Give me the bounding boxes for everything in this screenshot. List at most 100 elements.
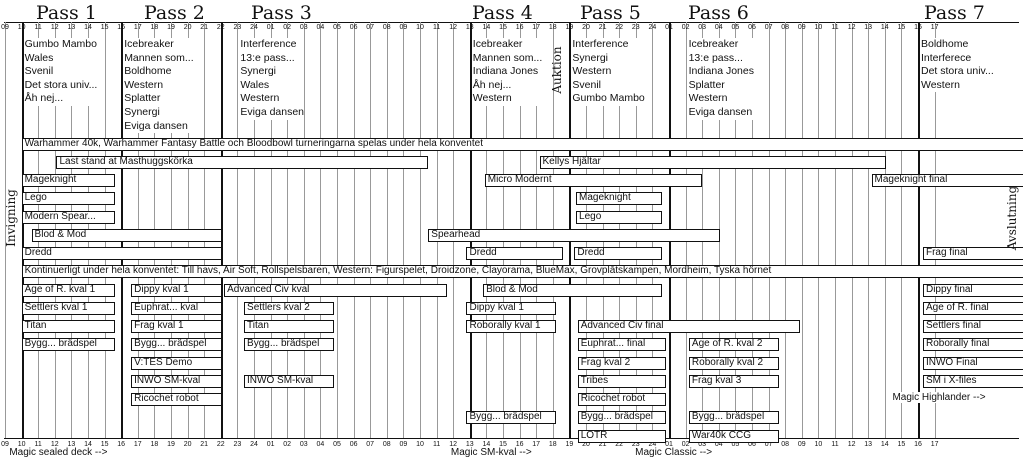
roleplay-item: Det stora univ... xyxy=(24,78,98,91)
hour-label: 02 xyxy=(283,441,292,448)
roleplay-item: Mannen som... xyxy=(124,51,194,64)
hour-gridline xyxy=(752,22,753,438)
event-bar: Frag kval 1 xyxy=(131,320,223,333)
event-bar: Ricochet robot xyxy=(577,393,666,406)
event-bar: Ricochet robot xyxy=(131,393,223,406)
hour-label: 03 xyxy=(698,441,707,448)
hour-label: 14 xyxy=(482,24,491,31)
hour-label: 09 xyxy=(1,24,9,31)
pass-header: Pass 6 xyxy=(688,2,749,24)
hour-label: 03 xyxy=(299,24,308,31)
hour-label: 22 xyxy=(615,441,624,448)
event-bar: Frag kval 3 xyxy=(688,374,779,388)
roleplay-item: Splatter xyxy=(124,92,161,105)
event-bar: Bygg... brädspel xyxy=(577,411,666,425)
hour-gridline xyxy=(934,22,936,438)
hour-gridline xyxy=(254,22,255,438)
hour-gridline xyxy=(21,22,24,438)
side-label-right: Avslutning xyxy=(1005,185,1019,251)
hour-gridline xyxy=(868,22,870,438)
roleplay-item: Svenil xyxy=(572,78,601,91)
hour-gridline xyxy=(287,22,289,438)
roleplay-item: Western xyxy=(472,92,512,105)
roleplay-item: Gumbo Mambo xyxy=(24,38,97,50)
hour-label: 19 xyxy=(167,24,175,31)
hour-gridline xyxy=(851,22,853,438)
event-bar: Titan xyxy=(244,320,334,333)
hour-label: 04 xyxy=(714,24,723,31)
event-bar: Dredd xyxy=(466,247,563,260)
hour-label: 14 xyxy=(84,441,92,448)
hour-label: 23 xyxy=(233,24,242,31)
hour-label: 17 xyxy=(532,24,541,31)
roleplay-item: Svenil xyxy=(24,65,54,78)
event-bar: LOTR xyxy=(577,429,666,443)
pass-header: Pass 5 xyxy=(580,2,641,24)
hour-gridline xyxy=(353,22,355,438)
hour-gridline xyxy=(768,22,770,438)
event-bar: Bygg... brädspel xyxy=(131,338,223,352)
hour-label: 07 xyxy=(366,24,375,31)
hour-label: 18 xyxy=(548,24,557,31)
hour-label: 04 xyxy=(714,441,723,448)
hour-label: 11 xyxy=(831,441,839,448)
hour-label: 14 xyxy=(84,24,92,31)
hour-label: 05 xyxy=(731,441,740,448)
event-bar: Dippy kval 1 xyxy=(466,301,557,315)
roleplay-item: Boldhome xyxy=(124,65,172,78)
hour-label: 13 xyxy=(864,441,873,448)
event-bar: INWO SM-kval xyxy=(131,374,223,388)
hour-label: 08 xyxy=(382,24,391,31)
hour-label: 09 xyxy=(399,441,408,448)
roleplay-item: Icebreaker xyxy=(124,38,174,50)
hour-label: 13 xyxy=(465,24,474,31)
roleplay-item: Åh nej... xyxy=(472,78,512,91)
hour-label: 19 xyxy=(167,441,175,448)
hour-label: 23 xyxy=(631,24,640,31)
event-bar: Euphrat... kval xyxy=(131,301,223,315)
roleplay-item: Gumbo Mambo xyxy=(572,92,645,105)
hour-gridline xyxy=(420,22,421,438)
hour-label: 11 xyxy=(432,24,441,31)
event-bar: Advanced Civ kval xyxy=(224,283,447,297)
hour-label: 12 xyxy=(449,441,458,448)
hour-gridline xyxy=(835,22,836,438)
hour-label: 12 xyxy=(449,24,458,31)
hour-label: 23 xyxy=(631,441,640,448)
hour-label: 19 xyxy=(565,24,574,31)
hour-label: 05 xyxy=(731,24,740,31)
hour-label: 15 xyxy=(100,24,109,31)
hour-label: 16 xyxy=(117,24,126,31)
hour-label: 13 xyxy=(67,24,76,31)
event-bar: Spearhead xyxy=(428,228,721,242)
hour-label: 15 xyxy=(897,24,906,31)
roleplay-item: Interference xyxy=(240,38,297,50)
event-bar: Lego xyxy=(576,210,663,224)
event-bar: Age of R. kval 1 xyxy=(21,283,115,297)
event-bar: Bygg... brädspel xyxy=(244,338,334,352)
hour-label: 04 xyxy=(316,441,325,448)
hour-label: 09 xyxy=(399,24,408,31)
event-bar: Kontinuerligt under hela konventet: Till… xyxy=(21,265,1023,279)
hour-label: 18 xyxy=(150,24,159,31)
roleplay-item: 13:e pass... xyxy=(240,51,295,64)
event-bar: Titan xyxy=(21,320,115,333)
roleplay-item: Interference xyxy=(572,38,629,50)
pass-header: Pass 4 xyxy=(472,2,533,24)
event-bar: Modern Spear... xyxy=(21,210,115,224)
event-bar: Age of R. kval 2 xyxy=(688,338,779,352)
hour-label: 16 xyxy=(117,441,126,448)
event-bar: Bygg... brädspel xyxy=(21,338,115,352)
hour-label: 12 xyxy=(847,441,856,448)
event-bar: INWO SM-kval xyxy=(244,374,334,388)
hour-label: 07 xyxy=(366,441,375,448)
event-bar: Settlers kval 2 xyxy=(244,301,334,315)
hour-label: 22 xyxy=(615,24,624,31)
hour-label: 17 xyxy=(930,24,939,31)
hour-label: 06 xyxy=(349,24,358,31)
event-bar: Settlers kval 1 xyxy=(21,301,115,315)
hour-label: 16 xyxy=(515,24,524,31)
